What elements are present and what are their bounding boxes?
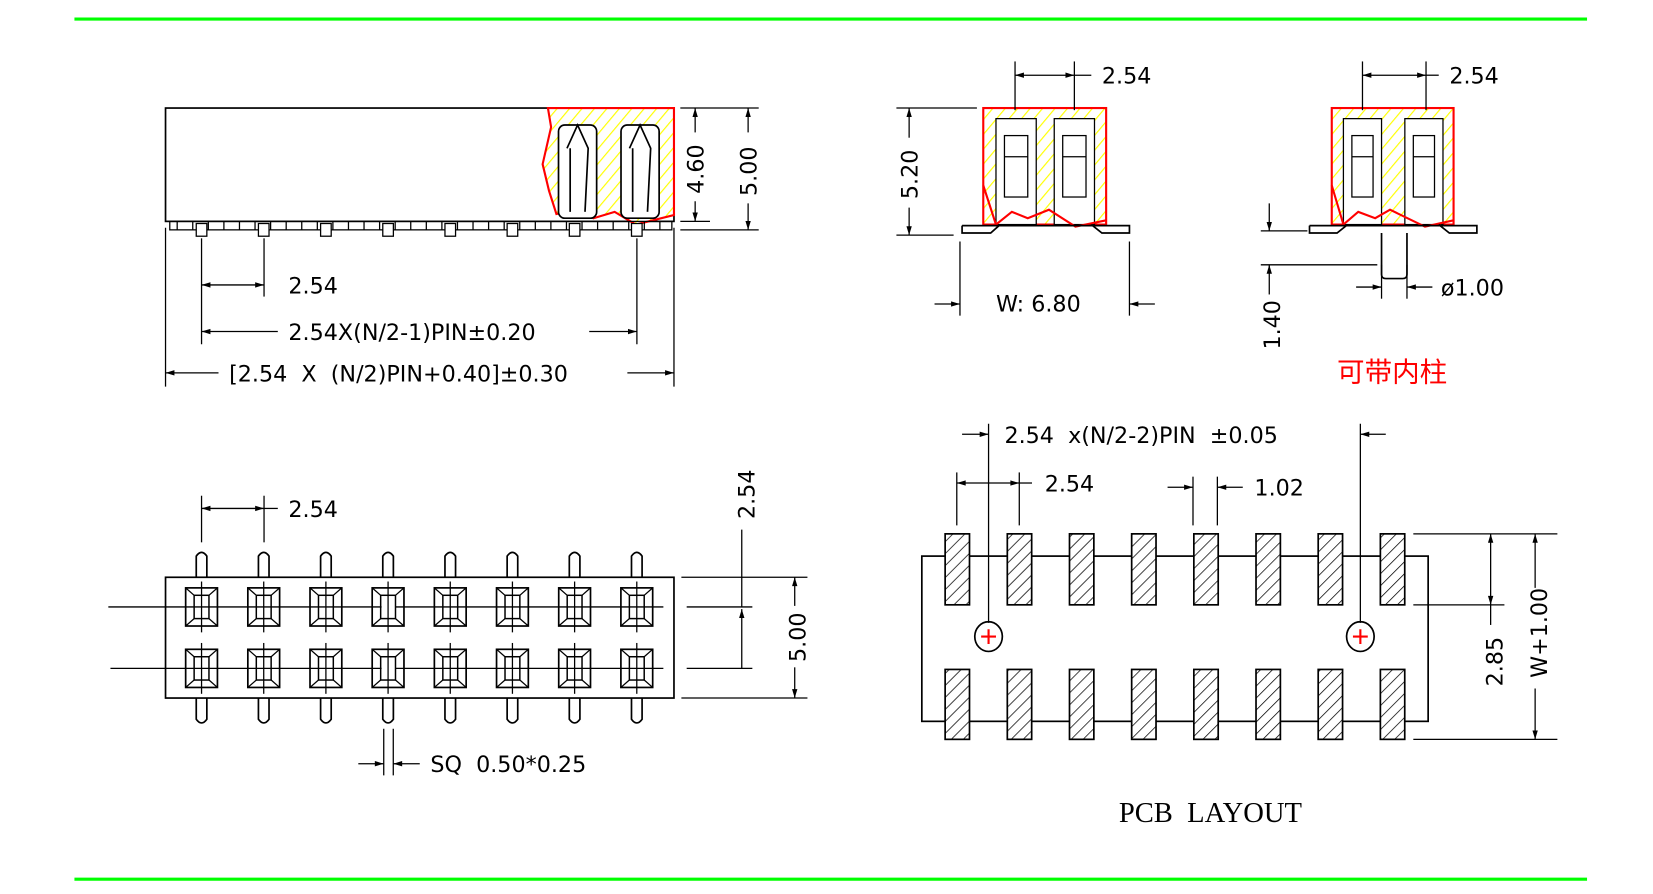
pin-socket (620, 642, 654, 694)
pcb-pad-span-label: W+1.00 (1527, 588, 1553, 678)
pcb-layout-title: PCB LAYOUT (1119, 798, 1302, 829)
top-pitch-y-label: 2.54 (734, 470, 760, 520)
post-diameter-label: ø1.00 (1441, 276, 1504, 302)
pin-socket (557, 642, 592, 694)
pin-size-label: SQ 0.50*0.25 (430, 752, 586, 778)
side-pin (630, 222, 643, 237)
side-pin (319, 222, 332, 237)
pin-socket (495, 642, 530, 694)
end-height-label: 5.20 (898, 150, 924, 200)
pin-tail-top (444, 551, 457, 578)
side-view: 2.54 2.54X(N/2-1)PIN±0.20 [2.54 X (N/2)P… (164, 106, 763, 387)
pcb-pad (1379, 668, 1406, 741)
pcb-pad (1317, 668, 1344, 741)
pin-socket (184, 581, 219, 633)
pcb-pad (1379, 533, 1406, 606)
side-height-inner-label: 4.60 (684, 144, 710, 194)
pin-tail-bottom (257, 698, 270, 724)
side-span-label: 2.54X(N/2-1)PIN±0.20 (288, 320, 535, 346)
top-view: 2.54 2.54 5.00 SQ 0.50*0.25 (108, 470, 811, 778)
pcb-pad (1068, 668, 1095, 741)
side-pin (195, 222, 208, 237)
pin-tail-bottom (195, 698, 208, 724)
pin-socket (371, 581, 405, 633)
pcb-pad (1006, 533, 1033, 606)
pin-tail-top (319, 551, 333, 578)
end-pitch-label: 2.54 (1102, 64, 1152, 90)
pin-socket (371, 642, 405, 694)
pcb-pad (1068, 533, 1095, 606)
pin-socket (495, 581, 530, 633)
pcb-pad (944, 668, 971, 741)
post-note: 可带内柱 (1337, 356, 1447, 388)
pin-socket (184, 642, 219, 694)
pcb-pitch-label: 2.54 (1045, 471, 1095, 497)
side-pin (444, 222, 457, 237)
end-width-label: W: 6.80 (996, 291, 1081, 317)
pin-tail-bottom (319, 698, 333, 724)
pcb-pad (1192, 668, 1220, 741)
post-pitch-label: 2.54 (1449, 64, 1499, 90)
pcb-span-label: 2.54 x(N/2-2)PIN ±0.05 (1004, 423, 1277, 449)
pcb-pad (1130, 533, 1157, 606)
side-pin (382, 222, 395, 237)
side-pin (506, 222, 519, 237)
pcb-pad (1006, 668, 1033, 741)
pin-tail-top (257, 551, 270, 578)
pcb-pad (1192, 533, 1220, 606)
pin-tail-top (381, 551, 395, 578)
locating-hole-left (973, 620, 1004, 653)
pcb-pad (1255, 533, 1282, 606)
pin-tail-top (506, 551, 519, 578)
side-pin (568, 222, 581, 237)
pin-tail-bottom (506, 698, 519, 724)
side-overall-label: [2.54 X (N/2)PIN+0.40]±0.30 (229, 361, 568, 387)
pcb-pad-width-label: 1.02 (1254, 476, 1304, 502)
pin-socket (433, 642, 467, 694)
pin-socket (557, 581, 592, 633)
pin-socket (620, 581, 654, 633)
top-height-label: 5.00 (785, 613, 811, 663)
pin-tail-top (630, 551, 643, 578)
side-pin (257, 222, 270, 237)
pcb-layout: 2.54 x(N/2-2)PIN ±0.05 2.54 1.02 2.85 W+… (920, 423, 1558, 829)
pin-socket (433, 581, 467, 633)
pcb-pad (1255, 668, 1282, 741)
pcb-pad (1317, 533, 1344, 606)
pcb-pad-gap-label: 2.85 (1482, 637, 1508, 687)
pin-tail-bottom (630, 698, 643, 724)
pin-tail-bottom (444, 698, 457, 724)
locating-hole-right (1345, 620, 1375, 653)
pin-socket (309, 581, 343, 633)
post-height-label: 1.40 (1260, 300, 1286, 350)
side-height-total-label: 5.00 (737, 146, 763, 196)
end-view: 2.54 5.20 W: 6.80 (896, 61, 1155, 317)
pin-tail-bottom (568, 698, 581, 724)
pin-socket (246, 581, 281, 633)
pcb-pad (944, 533, 971, 606)
top-pitch-x-label: 2.54 (288, 497, 338, 523)
side-pitch-label: 2.54 (288, 273, 338, 299)
pin-socket (309, 642, 343, 694)
end-view-post: 2.54 1.40 ø1.00 可带内柱 (1260, 61, 1504, 388)
pin-tail-bottom (381, 698, 395, 724)
pin-tail-top (195, 551, 208, 578)
pin-tail-top (568, 551, 581, 578)
pcb-pad (1130, 668, 1157, 741)
pin-socket (246, 642, 281, 694)
